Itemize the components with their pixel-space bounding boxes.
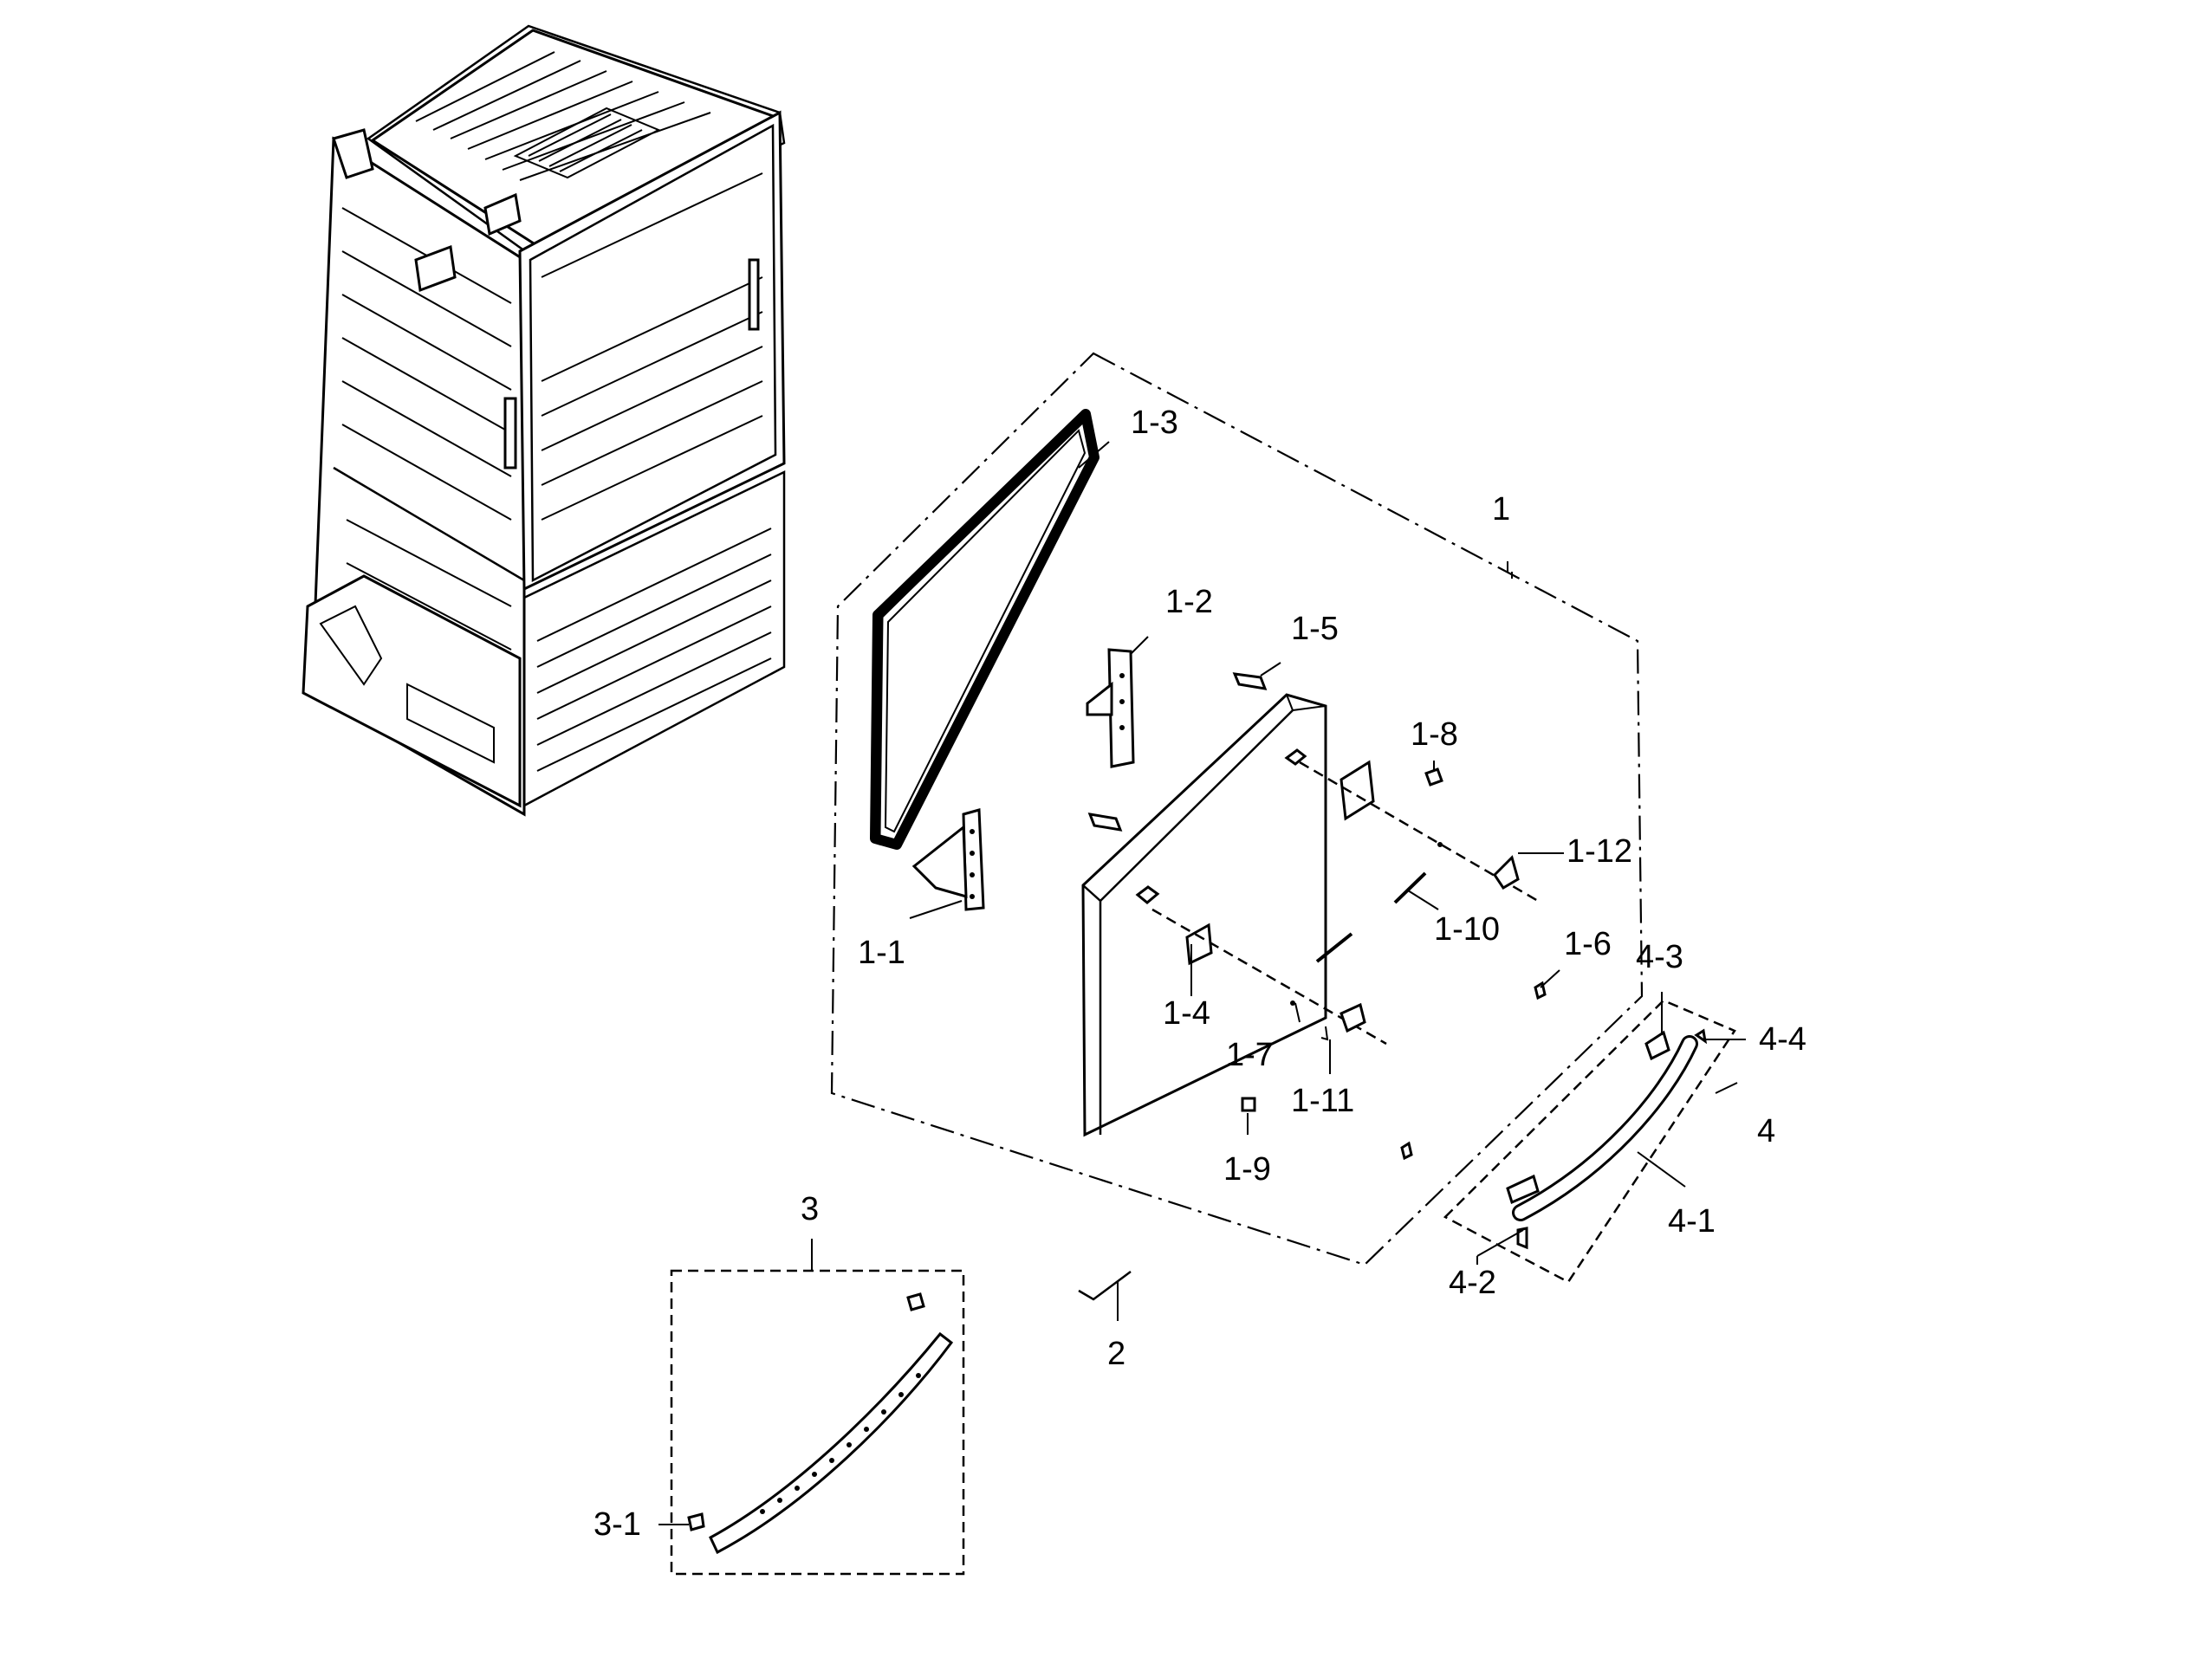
label-1-9: 1-9	[1223, 1151, 1271, 1188]
refrigerator-cabinet	[302, 24, 786, 817]
handle-screw-upper	[1694, 1028, 1708, 1045]
freezer-handle-bar	[1512, 1035, 1698, 1221]
label-1-12: 1-12	[1567, 833, 1632, 870]
handle-cap-upper	[1644, 1030, 1670, 1061]
label-1-1: 1-1	[858, 935, 905, 971]
label-3: 3	[801, 1191, 819, 1227]
door-screw-bottom	[1400, 1141, 1413, 1161]
label-1-2: 1-2	[1165, 584, 1213, 620]
label-3-1: 3-1	[594, 1506, 641, 1543]
handle-3-screw-bottom	[687, 1512, 705, 1531]
label-4-4: 4-4	[1759, 1021, 1807, 1058]
callout-labels: 1 1-3 1-2 1-5 1-8 1-12 1-10 1-1 1-6 4-3 …	[594, 405, 1807, 1543]
door-hinge-bracket-lower	[911, 808, 985, 911]
label-1-10: 1-10	[1434, 911, 1500, 948]
door-gasket	[870, 409, 1100, 850]
door-stopper	[1078, 1270, 1132, 1301]
leader-lines	[658, 441, 1746, 1525]
label-4-3: 4-3	[1636, 939, 1683, 975]
label-2: 2	[1107, 1336, 1125, 1372]
door-hinge-lower-set	[1151, 908, 1387, 1046]
handle-screw-lower	[1516, 1227, 1528, 1250]
label-1-5: 1-5	[1291, 611, 1339, 647]
label-1-7: 1-7	[1226, 1037, 1274, 1073]
label-1: 1	[1492, 491, 1510, 528]
door-hinge-upper-set	[1299, 760, 1539, 903]
door-hinge-bracket-upper	[1086, 648, 1135, 768]
door-rod-lower	[1315, 932, 1353, 963]
door-clip-upper	[1232, 672, 1268, 690]
label-1-4: 1-4	[1163, 995, 1210, 1032]
door-cap-top	[1424, 767, 1443, 787]
door-assembly-boundary	[830, 352, 1644, 1266]
door-cap-bottom	[1241, 1097, 1256, 1112]
label-1-6: 1-6	[1564, 926, 1612, 962]
label-4: 4	[1757, 1113, 1775, 1149]
freezer-door-panel	[1081, 693, 1327, 1137]
label-1-11: 1-11	[1291, 1083, 1354, 1119]
label-1-3: 1-3	[1131, 405, 1178, 441]
handle-3-boundary	[670, 1269, 965, 1576]
door-rod	[1393, 871, 1427, 904]
refrigerator-handle-bar	[709, 1331, 954, 1555]
label-4-1: 4-1	[1668, 1203, 1716, 1240]
label-4-2: 4-2	[1449, 1265, 1496, 1301]
handle-cap-lower	[1506, 1174, 1540, 1205]
handle-3-screw-top	[906, 1292, 925, 1311]
door-clip-lower	[1087, 813, 1123, 832]
label-1-8: 1-8	[1411, 716, 1458, 753]
handle-assembly-boundary	[1443, 999, 1736, 1284]
